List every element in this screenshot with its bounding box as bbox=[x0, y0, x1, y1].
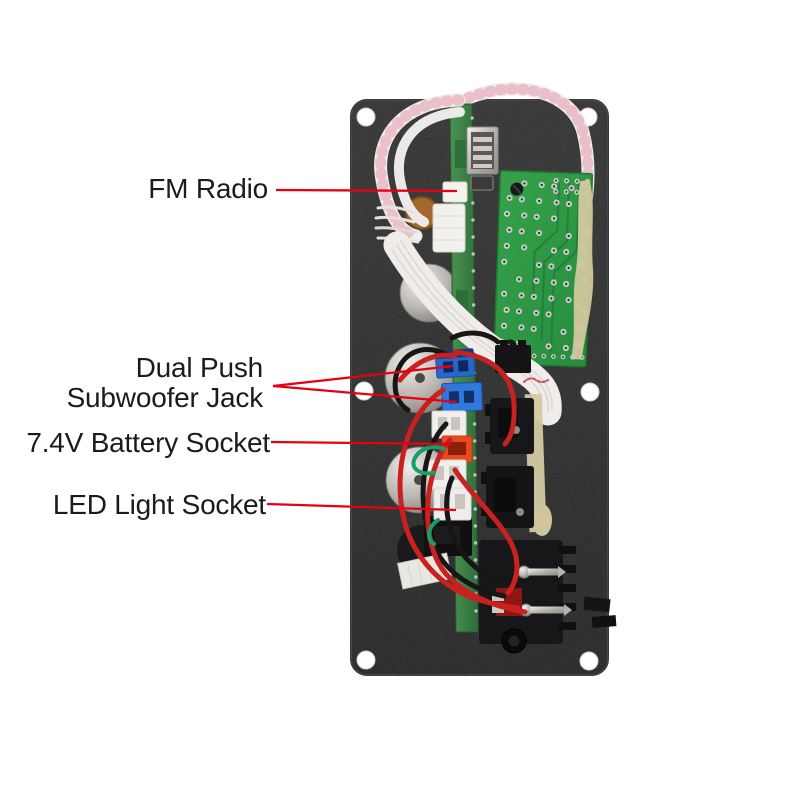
leader-subwoofer-1 bbox=[272, 364, 454, 388]
label-subwoofer-line2: Subwoofer Jack bbox=[66, 382, 264, 413]
led-socket-white bbox=[433, 487, 472, 521]
label-battery-socket: 7.4V Battery Socket bbox=[18, 428, 270, 458]
battery-socket-orange bbox=[441, 435, 473, 463]
leader-led bbox=[266, 502, 457, 512]
mini-connector bbox=[470, 175, 494, 191]
main-pcb-solder-side bbox=[493, 169, 594, 368]
leader-battery bbox=[270, 440, 453, 446]
leader-fm-radio bbox=[275, 188, 458, 193]
label-fm-radio-text: FM Radio bbox=[148, 173, 268, 204]
speaker-terminal-block bbox=[479, 540, 617, 654]
wiring bbox=[392, 330, 528, 615]
label-fm-radio: FM Radio bbox=[66, 174, 268, 204]
label-led-socket: LED Light Socket bbox=[40, 490, 266, 520]
leader-subwoofer-2 bbox=[272, 384, 458, 404]
label-subwoofer-jack: Dual Push Subwoofer Jack bbox=[40, 352, 264, 413]
ribbon-cable-left-loop bbox=[374, 93, 466, 244]
subwoofer-jack-blue-2 bbox=[441, 381, 483, 413]
usb-port bbox=[466, 126, 499, 191]
label-battery-text: 7.4V Battery Socket bbox=[26, 427, 270, 458]
label-subwoofer-line1: Dual Push bbox=[135, 352, 264, 383]
label-led-text: LED Light Socket bbox=[52, 489, 266, 520]
ribbon-red-marking bbox=[523, 377, 549, 383]
leader-lines bbox=[266, 188, 458, 512]
